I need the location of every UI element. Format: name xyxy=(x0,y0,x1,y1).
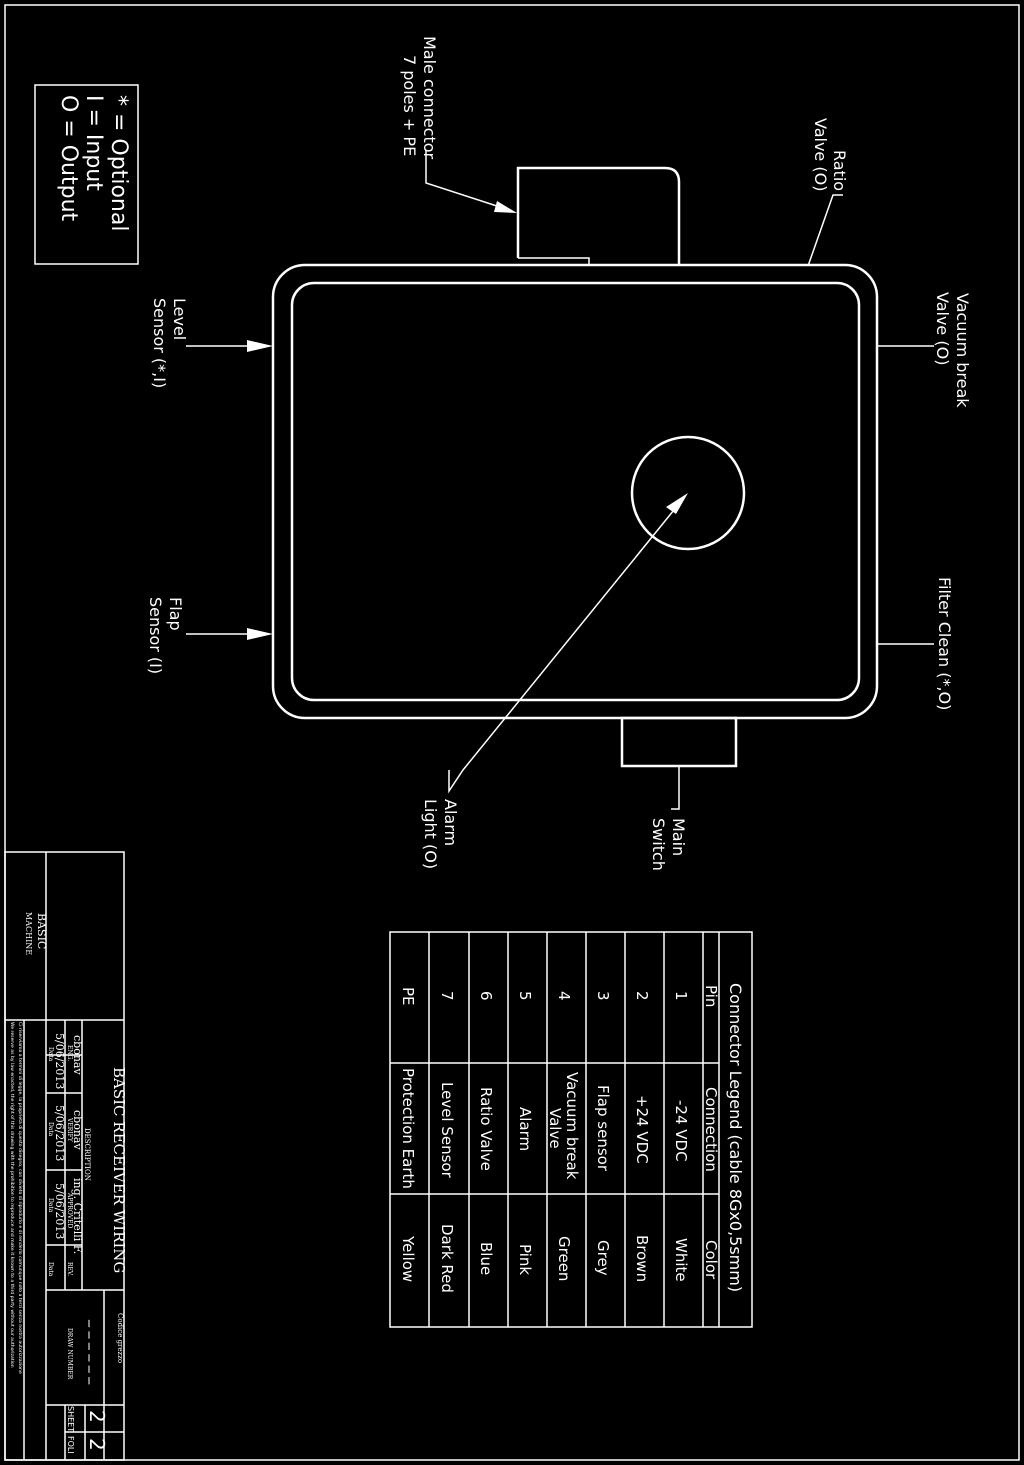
row8-pin: PE xyxy=(399,987,417,1006)
row7-pin: 7 xyxy=(438,991,456,1001)
tb-approved-date-label: Data xyxy=(47,1198,54,1213)
tb-sheet-label: SHEET xyxy=(66,1406,75,1432)
tb-approved-label: APPROVED xyxy=(66,1192,73,1228)
male-connector-block xyxy=(516,166,681,264)
tb-copyright-en: We reserve as by law enacted, the right … xyxy=(9,1022,15,1368)
tb-copyright-it: Ci riserviamo a termini di legge, la pro… xyxy=(17,1022,24,1374)
row4-pin: 4 xyxy=(555,991,573,1001)
leader-lines xyxy=(186,150,934,810)
row5-pin: 5 xyxy=(516,991,534,1001)
symbol-legend: * = Optional I = Input O = Output xyxy=(34,84,139,265)
tb-fogli-value: 2 xyxy=(85,1438,109,1451)
header-connection: Connection xyxy=(702,1087,720,1172)
row7-color: Dark Red xyxy=(438,1224,456,1293)
label-filter-clean: Filter Clean (*,O) xyxy=(935,577,954,710)
receiver-inner xyxy=(290,281,861,702)
label-male-connector-1: Male connector xyxy=(420,36,439,160)
tb-sheet-value: 2 xyxy=(85,1410,109,1423)
row4-connection-2: Valve xyxy=(546,1108,564,1149)
label-main-switch-2: Switch xyxy=(649,818,668,871)
label-ratio-valve-1: Ratio xyxy=(830,150,849,191)
row5-color: Pink xyxy=(516,1244,534,1275)
label-vacuum-break-1: Vacuum break xyxy=(953,293,972,408)
row4-connection-1: Vacuum break xyxy=(563,1072,581,1180)
tb-draw-label: DRAW NUMBER xyxy=(66,1328,73,1380)
label-male-connector-2: 7 poles + PE xyxy=(400,55,419,156)
label-ratio-valve-2: Valve (O) xyxy=(811,118,830,191)
row1-pin: 1 xyxy=(672,991,690,1001)
label-level-sensor-2: Sensor (*,I) xyxy=(150,298,169,388)
row2-color: Brown xyxy=(633,1235,651,1282)
label-alarm-light-1: Alarm xyxy=(441,799,460,846)
row2-connection: +24 VDC xyxy=(633,1095,651,1164)
tb-eng-date-label: Data xyxy=(47,1047,54,1062)
male-connector-edge xyxy=(518,257,590,264)
row7-connection: Level Sensor xyxy=(438,1082,456,1179)
tb-description: BASIC RECEIVER WIRING xyxy=(110,1067,128,1273)
tb-verify-label: VERIFY xyxy=(66,1117,73,1143)
table-frame xyxy=(389,931,753,1328)
label-vacuum-break-2: Valve (O) xyxy=(933,292,952,365)
legend-output: O = Output xyxy=(56,95,81,222)
header-color: Color xyxy=(702,1240,720,1280)
drawing-border xyxy=(4,4,1020,1461)
tb-verify-date: 5/06/2013 xyxy=(53,1105,66,1161)
label-flap-sensor-1: Flap xyxy=(166,597,185,631)
tb-approved-name: ing. Critelli F. xyxy=(71,1178,84,1254)
tb-machine-2: MACHINE xyxy=(24,912,33,955)
tb-eng-date: 5/06/2013 xyxy=(53,1033,66,1089)
receiver-body xyxy=(271,263,879,720)
component-labels: Male connector 7 poles + PE Ratio Valve … xyxy=(146,36,972,871)
row1-color: White xyxy=(672,1238,690,1282)
row3-pin: 3 xyxy=(594,991,612,1001)
tb-approved-date: 5/06/2013 xyxy=(53,1183,66,1239)
legend-input: I = Input xyxy=(81,95,106,191)
tb-fogli-label: FOLI xyxy=(66,1436,75,1454)
tb-machine-1: BASIC xyxy=(35,913,48,949)
tb-eng-label: ENG. xyxy=(66,1045,73,1061)
main-switch-block xyxy=(620,716,738,768)
label-level-sensor-1: Level xyxy=(170,298,189,340)
row6-pin: 6 xyxy=(477,991,495,1001)
tb-rev-date-label: Data xyxy=(47,1262,54,1277)
legend-box xyxy=(34,84,139,265)
row1-connection: -24 VDC xyxy=(672,1100,690,1162)
row8-connection: Protection Earth xyxy=(399,1068,417,1189)
row4-color: Green xyxy=(555,1236,573,1281)
row6-color: Blue xyxy=(477,1242,495,1275)
alarm-light-circle xyxy=(630,435,746,551)
table-title: Connector Legend (cable 8Gx0,5smm) xyxy=(726,983,745,1292)
row8-color: Yellow xyxy=(399,1235,417,1282)
tb-code-label: Codice grezzo xyxy=(116,1313,124,1363)
connector-table: Connector Legend (cable 8Gx0,5smm) Pin C… xyxy=(389,931,753,1328)
receiver-outer xyxy=(271,263,879,720)
tb-code-value: _ _ _ _ _ _ xyxy=(88,1319,104,1385)
row2-pin: 2 xyxy=(633,991,651,1001)
row6-connection: Ratio Valve xyxy=(477,1087,495,1171)
row5-connection: Alarm xyxy=(516,1107,534,1151)
label-flap-sensor-2: Sensor (I) xyxy=(146,597,165,674)
header-pin: Pin xyxy=(702,985,720,1007)
tb-verify-name: cbonav xyxy=(71,1110,84,1150)
tb-verify-date-label: Data xyxy=(47,1122,54,1137)
title-block: BASIC MACHINE BASIC RECEIVER WIRING DESC… xyxy=(4,851,128,1461)
label-main-switch-1: Main xyxy=(669,818,688,856)
tb-description-label: DESCRIPTION xyxy=(83,1128,91,1181)
legend-optional: * = Optional xyxy=(106,95,131,231)
row3-connection: Flap sensor xyxy=(594,1085,612,1172)
label-alarm-light-2: Light (O) xyxy=(421,799,440,869)
tb-eng-name: cbonav xyxy=(71,1035,84,1075)
row3-color: Grey xyxy=(594,1240,612,1276)
tb-rev-label: REV. xyxy=(66,1262,73,1276)
